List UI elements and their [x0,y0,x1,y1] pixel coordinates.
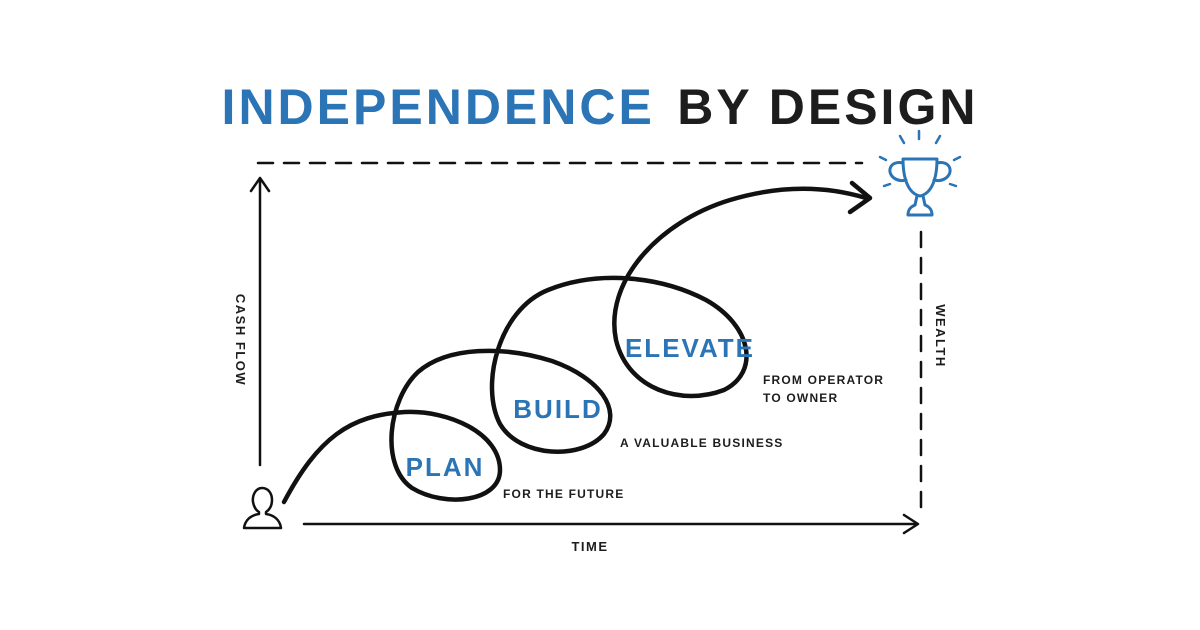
stage-caption-plan: FOR THE FUTURE [503,487,624,501]
y-axis-label: CASH FLOW [233,294,248,386]
page-title: INDEPENDENCE BY DESIGN [222,79,979,135]
stage-caption-build: A VALUABLE BUSINESS [620,436,783,450]
stage-label-build: BUILD [513,394,602,424]
stage-caption-elevate-line-2: TO OWNER [763,391,838,405]
title-part-1: INDEPENDENCE [222,79,655,135]
stage-caption-elevate-line-1: FROM OPERATOR [763,373,884,387]
person-icon [242,486,283,530]
stage-label-elevate: ELEVATE [625,333,755,363]
growth-path-arrowhead [847,180,873,215]
y-axis [249,176,271,467]
trophy-icon [878,129,962,217]
title-part-2: BY DESIGN [677,79,978,135]
growth-path [281,186,869,505]
x-axis [302,513,920,535]
x-axis-label: TIME [571,539,608,554]
stage-label-plan: PLAN [406,452,485,482]
wealth-axis-label: WEALTH [933,304,948,368]
